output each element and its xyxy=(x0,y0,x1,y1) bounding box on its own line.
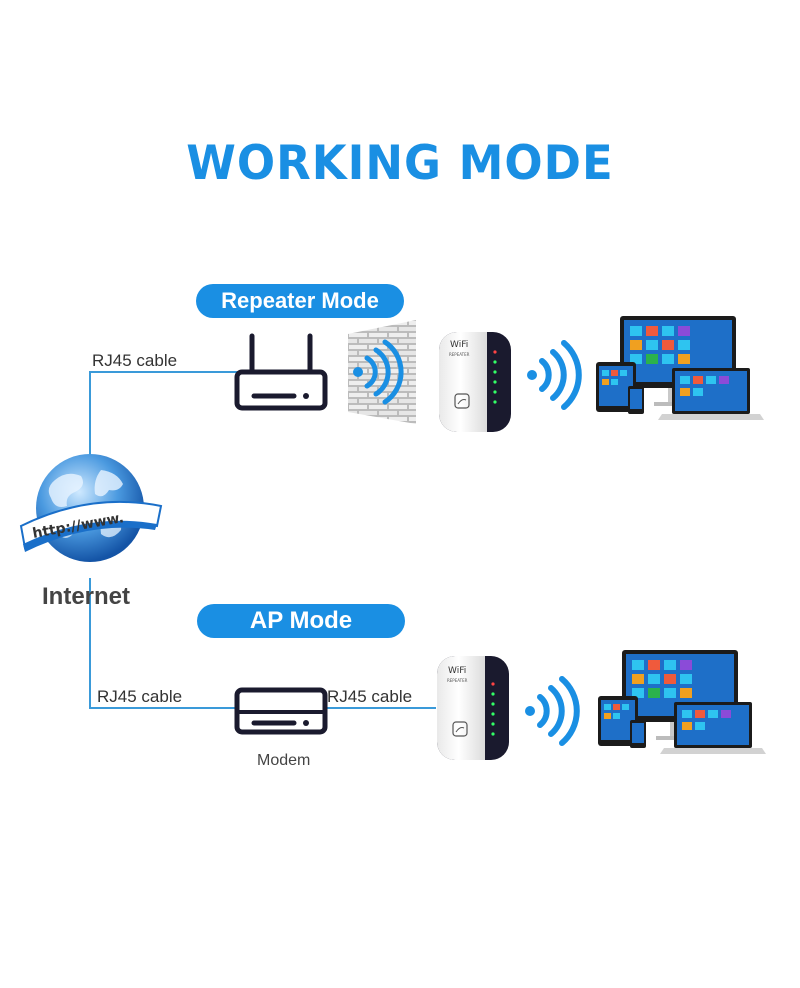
rj45-cable-label-bottom-right: RJ45 cable xyxy=(327,687,413,706)
brick-wall-icon xyxy=(348,320,416,424)
router-icon xyxy=(234,333,328,411)
device-brand: WiFi xyxy=(448,666,467,676)
globe-icon xyxy=(19,454,163,562)
repeater-device-bottom: WiFi REPEATER xyxy=(435,654,511,762)
page-title: WORKING MODE xyxy=(186,134,614,191)
internet-label: Internet xyxy=(42,583,131,610)
device-model: REPEATER xyxy=(447,678,468,683)
device-model: REPEATER xyxy=(449,352,470,357)
devices-icon xyxy=(598,650,766,754)
device-brand: WiFi xyxy=(450,340,469,350)
wifi-signal-icon xyxy=(525,676,580,746)
devices-icon xyxy=(596,316,764,420)
repeater-icon xyxy=(439,332,511,432)
repeater-mode-label: Repeater Mode xyxy=(196,284,404,318)
rj45-cable-label-bottom-left: RJ45 cable xyxy=(97,687,183,706)
ap-mode-label: AP Mode xyxy=(197,604,405,638)
wifi-signal-icon xyxy=(527,340,582,410)
modem-label: Modem xyxy=(257,752,311,769)
modem-icon xyxy=(234,687,328,735)
rj45-cable-label-top: RJ45 cable xyxy=(92,351,178,370)
repeater-icon xyxy=(437,656,509,760)
repeater-device-top: WiFi REPEATER xyxy=(437,330,513,434)
